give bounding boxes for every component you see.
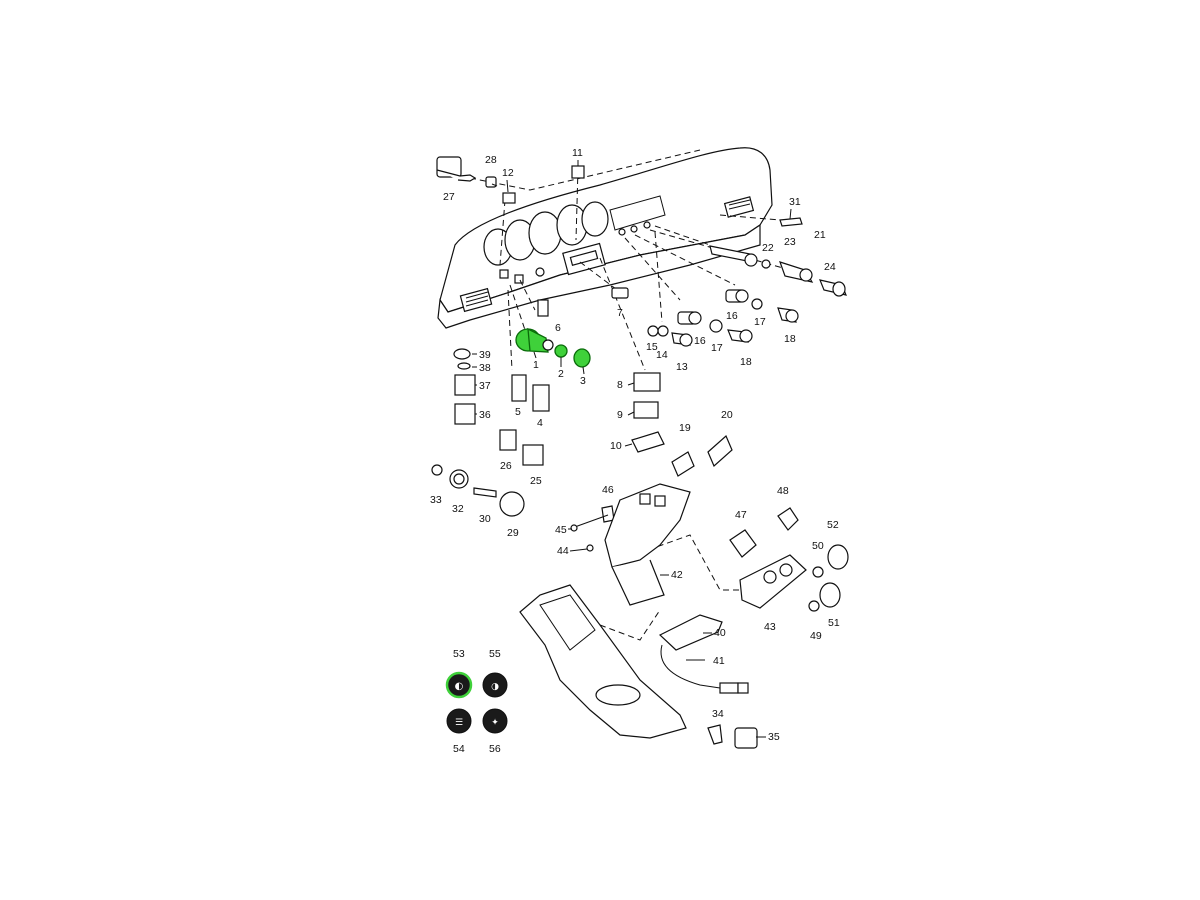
callout-49: 49 bbox=[810, 630, 822, 642]
part-1-highlighted bbox=[515, 327, 554, 353]
callout-11: 11 bbox=[572, 147, 583, 159]
callout-21: 21 bbox=[814, 229, 826, 241]
callout-45: 45 bbox=[555, 524, 567, 536]
callout-24: 24 bbox=[824, 261, 836, 273]
callout-19: 19 bbox=[679, 422, 691, 434]
badge-53-highlighted bbox=[445, 671, 473, 699]
callout-37: 37 bbox=[479, 380, 491, 392]
callout-23: 23 bbox=[784, 236, 796, 248]
callout-47: 47 bbox=[735, 509, 747, 521]
badge-56 bbox=[482, 708, 508, 734]
callout-46: 46 bbox=[602, 484, 614, 496]
callout-1: 1 bbox=[533, 359, 539, 371]
callout-7: 7 bbox=[617, 307, 623, 319]
callout-17-right: 17 bbox=[754, 316, 766, 328]
callout-9: 9 bbox=[617, 409, 623, 421]
callout-42: 42 bbox=[671, 569, 683, 581]
callout-17-left: 17 bbox=[711, 342, 723, 354]
svg-text:✦: ✦ bbox=[491, 718, 499, 728]
part-2-highlighted bbox=[554, 344, 568, 358]
callout-18-left: 18 bbox=[740, 356, 752, 368]
callout-18-right: 18 bbox=[784, 333, 796, 345]
callout-28: 28 bbox=[485, 154, 497, 166]
callout-20: 20 bbox=[721, 409, 733, 421]
callout-41: 41 bbox=[713, 655, 725, 667]
callout-50: 50 bbox=[812, 540, 824, 552]
callout-3: 3 bbox=[580, 375, 586, 387]
callout-38: 38 bbox=[479, 362, 491, 374]
svg-text:◑: ◑ bbox=[491, 682, 499, 692]
svg-text:☰: ☰ bbox=[455, 718, 463, 728]
callout-29: 29 bbox=[507, 527, 519, 539]
callout-2: 2 bbox=[558, 368, 564, 380]
callout-53: 53 bbox=[453, 648, 465, 660]
callout-34: 34 bbox=[712, 708, 724, 720]
callout-44: 44 bbox=[557, 545, 569, 557]
callout-39: 39 bbox=[479, 349, 491, 361]
svg-text:◐: ◐ bbox=[455, 681, 464, 692]
callout-54: 54 bbox=[453, 743, 465, 755]
callout-40: 40 bbox=[714, 627, 726, 639]
callout-16-right: 16 bbox=[726, 310, 738, 322]
callout-32: 32 bbox=[452, 503, 464, 515]
callout-5: 5 bbox=[515, 406, 521, 418]
badge-55 bbox=[482, 672, 508, 698]
callout-4: 4 bbox=[537, 417, 543, 429]
callout-55: 55 bbox=[489, 648, 501, 660]
parts bbox=[431, 156, 849, 749]
callout-52: 52 bbox=[827, 519, 839, 531]
leader-lines bbox=[469, 149, 791, 641]
part-3-highlighted bbox=[573, 348, 591, 368]
callout-43: 43 bbox=[764, 621, 776, 633]
callout-56: 56 bbox=[489, 743, 501, 755]
callout-25: 25 bbox=[530, 475, 542, 487]
callout-16-left: 16 bbox=[694, 335, 706, 347]
callout-51: 51 bbox=[828, 617, 840, 629]
symbol-badges: ◐ ◑ ☰ ✦ bbox=[445, 671, 508, 734]
callout-35: 35 bbox=[768, 731, 780, 743]
callout-36: 36 bbox=[479, 409, 491, 421]
dashboard-assembly bbox=[437, 147, 773, 329]
callout-labels: 27 28 12 11 31 21 22 23 24 16 17 18 16 1… bbox=[430, 147, 840, 755]
callout-14: 14 bbox=[656, 349, 668, 361]
callout-13: 13 bbox=[676, 361, 688, 373]
callout-33: 33 bbox=[430, 494, 442, 506]
badge-54 bbox=[446, 708, 472, 734]
label-leaders bbox=[472, 160, 792, 738]
callout-10: 10 bbox=[610, 440, 622, 452]
callout-26: 26 bbox=[500, 460, 512, 472]
callout-48: 48 bbox=[777, 485, 789, 497]
callout-8: 8 bbox=[617, 379, 623, 391]
callout-12: 12 bbox=[502, 167, 514, 179]
callout-6: 6 bbox=[555, 322, 561, 334]
callout-31: 31 bbox=[789, 196, 801, 208]
callout-30: 30 bbox=[479, 513, 491, 525]
callout-22: 22 bbox=[762, 242, 774, 254]
callout-27: 27 bbox=[443, 191, 455, 203]
callout-15: 15 bbox=[646, 341, 658, 353]
